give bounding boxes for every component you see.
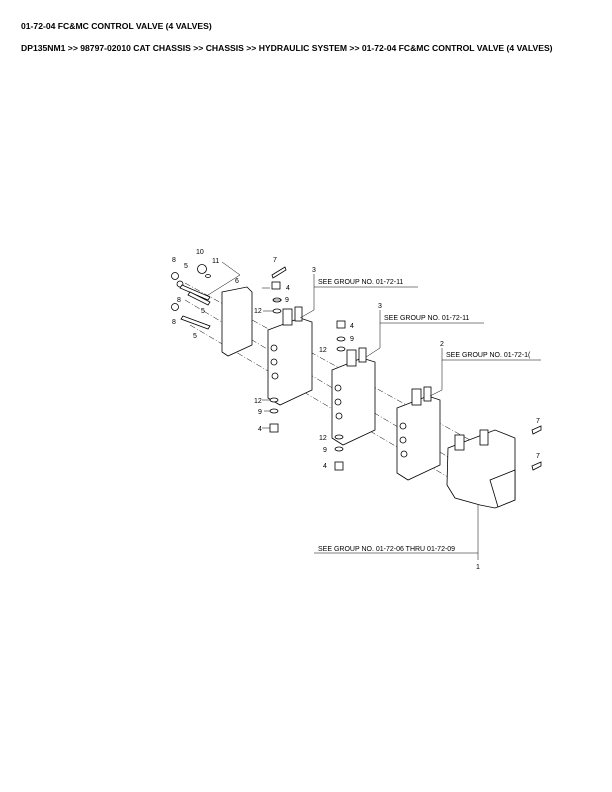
nut-part-8 [171, 272, 184, 311]
see-group-callout-2: SEE GROUP NO. 01-72-1( [446, 352, 531, 359]
part-label: 9 [258, 409, 262, 416]
part-label: 11 [212, 258, 219, 265]
part-label: 4 [350, 323, 354, 330]
part-label: 4 [323, 463, 327, 470]
seal-parts [269, 281, 346, 471]
oring-part-11 [205, 274, 211, 278]
see-group-callout-3a: SEE GROUP NO. 01-72-11 [318, 279, 403, 286]
page-title: 01-72-04 FC&MC CONTROL VALVE (4 VALVES) [21, 21, 212, 31]
breadcrumb: DP135NM1 >> 98797-02010 CAT CHASSIS >> C… [21, 43, 553, 53]
part-label: 3 [312, 267, 316, 274]
part-label: 6 [235, 278, 239, 285]
stud-part-7-right [531, 425, 542, 471]
part-label: 9 [350, 336, 354, 343]
see-group-callout-3b: SEE GROUP NO. 01-72-11 [384, 315, 469, 322]
see-group-callout-1: SEE GROUP NO. 01-72-06 THRU 01-72-09 [318, 546, 455, 553]
part-label: 12 [319, 347, 327, 354]
part-label: 9 [323, 447, 327, 454]
part-label: 5 [193, 333, 197, 340]
stud-bolts-part-5 [179, 284, 211, 330]
valve-section-3b [331, 347, 376, 446]
part-label: 7 [273, 257, 277, 264]
plug-part-10 [197, 264, 207, 274]
part-label: 1 [476, 564, 480, 571]
part-label: 8 [172, 257, 176, 264]
part-label: 3 [378, 303, 382, 310]
valve-section-2 [396, 386, 441, 481]
part-label: 4 [286, 285, 290, 292]
inlet-section-1 [446, 429, 516, 509]
part-label: 2 [440, 341, 444, 348]
stud-part-7 [271, 266, 287, 279]
end-cover-part-6 [221, 286, 253, 357]
part-label: 7 [536, 453, 540, 460]
part-label: 4 [258, 426, 262, 433]
part-label: 8 [177, 297, 181, 304]
leader-lines [262, 274, 541, 560]
part-label: 12 [254, 308, 262, 315]
part-label: 8 [172, 319, 176, 326]
part-label: 5 [201, 308, 205, 315]
valve-section-3a [267, 306, 313, 406]
part-label: 7 [536, 418, 540, 425]
part-label: 9 [285, 297, 289, 304]
part-label: 12 [319, 435, 327, 442]
part-label: 10 [196, 249, 204, 256]
part-label: 12 [254, 398, 262, 405]
part-label: 5 [184, 263, 188, 270]
